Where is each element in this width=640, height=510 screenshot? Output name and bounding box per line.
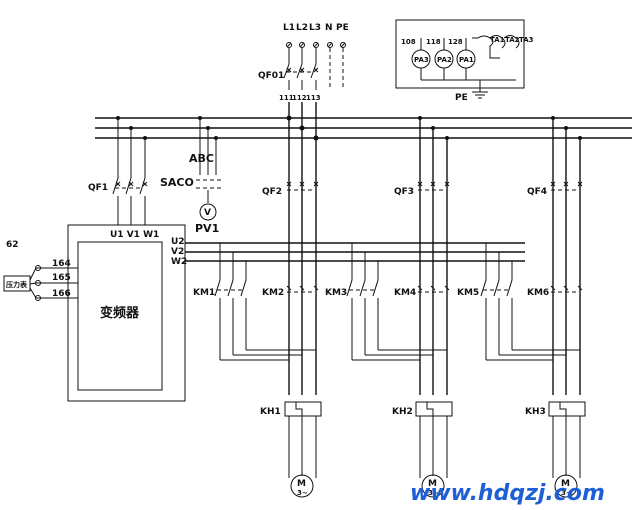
- qf01-terminal-labels: 111 112 113: [279, 94, 321, 102]
- qf1-label: QF1: [88, 183, 108, 193]
- km2-contactor: [286, 285, 319, 293]
- n-pe-lines: [329, 48, 344, 90]
- km4-label: KM4: [394, 288, 416, 298]
- km4-contactor: [417, 285, 450, 293]
- meter-pe-label: PE: [455, 93, 468, 103]
- supply-labels: L1 L2 L3 N PE: [283, 23, 349, 33]
- ct-label-3: TA3: [519, 36, 534, 44]
- qf1-junctions: [116, 116, 147, 140]
- motor-1: M 3~: [288, 416, 317, 498]
- motor-3-phase: 3~: [561, 489, 572, 497]
- km3-label: KM3: [325, 288, 347, 298]
- qf01-terminal-1: 111: [279, 94, 294, 102]
- saco-phases: ABC: [189, 152, 214, 165]
- km1-label: KM1: [193, 288, 215, 298]
- voltmeter-symbol: V: [204, 208, 211, 218]
- l3-label: L3: [309, 23, 321, 33]
- voltmeter-taps: [199, 118, 217, 175]
- ammeter-pa1-label: PA1: [459, 56, 474, 64]
- motor-1-symbol: M: [297, 479, 306, 489]
- vfd-output-w2: W2: [171, 257, 187, 267]
- motor-3: M 3~: [552, 416, 581, 498]
- kh1-label: KH1: [260, 407, 281, 417]
- motor-2-symbol: M: [428, 479, 437, 489]
- qf1-feed: [117, 118, 146, 178]
- ct-label-1: TA1: [490, 36, 505, 44]
- qf4-label: QF4: [527, 187, 547, 197]
- km5-contactor: [480, 243, 580, 361]
- meter-label-3: 128: [448, 38, 463, 46]
- meter-box: 108 118 128 PA3 PA2 PA1 TA1 TA2 TA3 PE: [395, 19, 534, 103]
- l2-label: L2: [296, 23, 308, 33]
- terminal-166: 166: [52, 289, 71, 299]
- motor-3-symbol: M: [561, 479, 570, 489]
- ammeter-pa2-label: PA2: [437, 56, 452, 64]
- qf4-breaker: [550, 181, 583, 191]
- qf3-label: QF3: [394, 187, 414, 197]
- voltmeter-name: PV1: [195, 222, 219, 235]
- branch-3-feed: [552, 118, 581, 395]
- qf01-terminal-2: 112: [292, 94, 307, 102]
- branch-3-junctions: [551, 116, 582, 140]
- qf01-terminal-3: 113: [306, 94, 321, 102]
- vfd-inputs: U1 V1 W1: [110, 230, 159, 240]
- watermark: www.hdqzj.com: [410, 481, 605, 506]
- l1-label: L1: [283, 23, 295, 33]
- qf2-label: QF2: [262, 187, 282, 197]
- vfd-output-v2: V2: [171, 247, 184, 257]
- qf2-breaker: [286, 181, 319, 191]
- vfd-title: 变频器: [100, 305, 140, 321]
- branch-2-junctions: [418, 116, 449, 140]
- motor-2-phase: 3~: [428, 489, 439, 497]
- qf01-label: QF01: [258, 71, 284, 81]
- motor-1-phase: 3~: [297, 489, 308, 497]
- km5-label: KM5: [457, 288, 479, 298]
- ct-coil-2: [489, 35, 506, 49]
- kh3-relay: KH3: [525, 401, 586, 417]
- kh2-relay: KH2: [392, 401, 453, 417]
- motor-3-icon: [554, 474, 578, 498]
- qf3-breaker: [417, 181, 450, 191]
- km2-label: KM2: [262, 288, 284, 298]
- qf01-breaker: [283, 48, 319, 90]
- km3-contactor: [346, 243, 447, 361]
- km1-contactor: [214, 243, 316, 361]
- terminal-group-label: 62: [6, 240, 19, 250]
- ct-label-2: TA2: [505, 36, 520, 44]
- voltmeter-icon: [199, 203, 217, 221]
- meter-label-2: 118: [426, 38, 441, 46]
- km6-contactor: [550, 285, 583, 293]
- pe-label: PE: [336, 23, 349, 33]
- ammeter-pa3-label: PA3: [414, 56, 429, 64]
- meter-label-1: 108: [401, 38, 416, 46]
- vfd-output-u2: U2: [171, 237, 185, 247]
- pressure-sensor-label: 压力表: [6, 280, 28, 289]
- voltmeter-tap-junctions: [198, 116, 218, 140]
- terminal-164: 164: [52, 259, 71, 269]
- branch-2-feed: [419, 118, 448, 395]
- kh1-relay: KH1: [260, 401, 322, 417]
- qf1-breaker: [112, 177, 148, 225]
- qf01-to-bus: [288, 102, 317, 395]
- ct-coil-3: [503, 35, 520, 49]
- motor-1-icon: [290, 474, 314, 498]
- vfd-terminals: 164 165 166 压力表: [3, 259, 78, 301]
- motor-2-icon: [421, 474, 445, 498]
- km6-label: KM6: [527, 288, 549, 298]
- supply-terminals: [286, 42, 346, 48]
- motor-2: M 3~: [419, 416, 448, 498]
- vfd-box: U1 V1 W1 变频器 U2 V2 W2: [67, 224, 187, 402]
- saco-label: SACO: [160, 176, 194, 189]
- terminal-165: 165: [52, 273, 71, 283]
- main-busbars: [95, 117, 632, 139]
- n-label: N: [325, 23, 333, 33]
- vfd-output-bus: [185, 242, 525, 262]
- kh3-label: KH3: [525, 407, 546, 417]
- kh2-label: KH2: [392, 407, 413, 417]
